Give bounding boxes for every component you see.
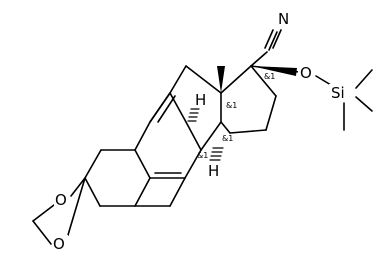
atom-label-layer: N O Si H H O O xyxy=(52,10,355,253)
bond xyxy=(229,129,267,134)
bond xyxy=(169,92,187,123)
c8-stereo-label: &1 xyxy=(197,151,208,160)
bond xyxy=(250,51,268,67)
bond xyxy=(169,177,186,207)
bond xyxy=(84,149,102,179)
bond xyxy=(84,177,101,207)
tms-oxygen-atom-label: O xyxy=(300,64,312,82)
bond xyxy=(184,149,202,179)
bond xyxy=(220,65,252,94)
ketal-oxygen-bottom-label: O xyxy=(53,235,65,253)
bond xyxy=(268,31,278,51)
bond xyxy=(272,29,282,49)
bond xyxy=(185,121,202,151)
bond xyxy=(264,29,274,49)
c14-stereo-label: &1 xyxy=(222,134,233,143)
bond-layer xyxy=(32,29,373,245)
bond xyxy=(70,177,86,197)
bond xyxy=(67,177,86,236)
bond xyxy=(220,121,231,134)
stereo-descriptor-layer: &1 &1 &1 &1 xyxy=(197,72,275,160)
bond xyxy=(32,220,52,245)
bond xyxy=(250,65,277,97)
bond xyxy=(200,121,222,151)
bond xyxy=(134,177,151,207)
bond xyxy=(157,95,176,123)
stereo-bond-layer xyxy=(187,66,297,161)
silicon-atom-label: Si xyxy=(331,84,345,102)
ketal-oxygen-top-label: O xyxy=(55,191,67,209)
h8-atom-label: H xyxy=(195,91,206,109)
bond xyxy=(32,204,55,222)
bond xyxy=(169,65,187,94)
bond xyxy=(134,121,151,151)
c13-stereo-label: &1 xyxy=(226,101,237,110)
oxy-wedge xyxy=(251,66,297,76)
h8-hash-bond xyxy=(187,108,200,122)
methyl-wedge xyxy=(217,66,225,93)
bond xyxy=(315,75,332,86)
bond xyxy=(134,149,151,179)
h14-hash-bond xyxy=(209,147,224,161)
nitrogen-atom-label: N xyxy=(278,10,289,28)
c17-stereo-label: &1 xyxy=(264,72,275,81)
bond xyxy=(185,65,222,94)
bond xyxy=(355,69,373,89)
bond xyxy=(355,96,373,112)
bond xyxy=(265,95,277,131)
h14-atom-label: H xyxy=(208,162,219,180)
bond xyxy=(149,92,171,123)
